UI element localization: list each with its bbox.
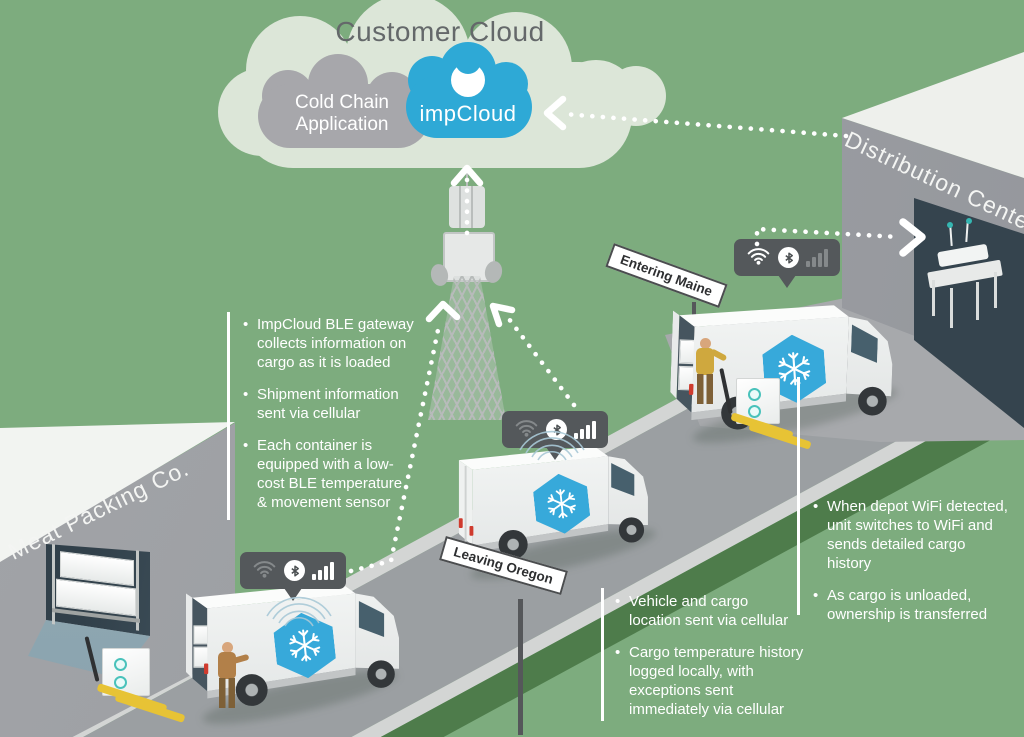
signal-bars-icon: [574, 420, 596, 439]
pallet-jack-handle: [84, 636, 100, 682]
antenna-tip: [966, 218, 972, 224]
note-item: As cargo is unloaded, ownership is trans…: [812, 586, 1012, 624]
ble-sensor-icon: [114, 658, 127, 671]
truck-taillight: [469, 526, 474, 536]
status-bubble-loading: [240, 552, 346, 601]
cold-chain-hexagon: [272, 610, 338, 682]
note-rule: [601, 588, 604, 721]
pallet-jack: [712, 364, 832, 464]
transit-notes: Vehicle and cargo location sent via cell…: [614, 592, 804, 732]
ble-sensor-icon: [748, 405, 761, 418]
unloading-worker: [688, 338, 728, 416]
pallet-jack-fork: [114, 693, 186, 723]
cell-tower: [405, 168, 529, 424]
bluetooth-icon: [546, 419, 567, 440]
pallet-jack-fork: [748, 422, 812, 450]
ble-sensor-icon: [114, 676, 127, 689]
cargo-box: [102, 648, 150, 696]
note-item: When depot WiFi detected, unit switches …: [812, 497, 1012, 573]
depot-wifi-gateway: [916, 218, 1016, 334]
wifi-icon: [746, 246, 771, 270]
signal-bars-icon: [312, 561, 334, 580]
worker-legs: [219, 678, 235, 708]
wifi-icon: [514, 418, 539, 442]
truck-taillight: [458, 518, 463, 528]
truck-wheel: [857, 386, 888, 416]
imp-logo-icon: [451, 48, 485, 97]
worker-head: [222, 642, 233, 653]
table-leg: [932, 280, 935, 316]
signal-bars-icon: [806, 248, 828, 267]
status-bubble-depot: [734, 239, 840, 288]
snowflake-icon: [283, 623, 327, 667]
note-rule: [227, 312, 230, 520]
note-item: Each container is equipped with a low-co…: [242, 436, 414, 512]
snowflake-icon: [772, 346, 817, 391]
note-item: ImpCloud BLE gateway collects informatio…: [242, 315, 414, 372]
truck-wheel: [618, 517, 645, 543]
transit-truck: [453, 431, 676, 577]
depot-truck: [668, 282, 927, 456]
note-item: Cargo temperature history logged locally…: [614, 643, 804, 719]
truck-door-seam: [464, 465, 467, 542]
truck-wheel: [235, 674, 268, 706]
loading-worker: [210, 642, 250, 720]
worker-head: [700, 338, 711, 349]
table-leg: [994, 272, 997, 308]
note-item: Vehicle and cargo location sent via cell…: [614, 592, 804, 630]
antenna: [949, 225, 953, 247]
impcloud-label: impCloud: [419, 101, 517, 126]
table-leg: [976, 282, 979, 320]
customer-cloud-title: Customer Cloud: [335, 16, 545, 47]
table-leg: [950, 288, 953, 328]
bluetooth-icon: [284, 560, 305, 581]
sign-post: [518, 599, 523, 735]
worker-body: [218, 652, 236, 679]
worker-legs: [697, 374, 713, 404]
imp-logo-notch: [455, 48, 481, 74]
arrival-notes: When depot WiFi detected, unit switches …: [812, 497, 1012, 637]
worker-body: [696, 348, 714, 375]
cold-chain-application-label: Cold Chain Application: [295, 92, 389, 135]
status-bubble-transit: [502, 411, 608, 460]
antenna: [965, 221, 969, 243]
wifi-icon: [252, 559, 277, 583]
pallet-jack-handle: [719, 368, 733, 414]
pallet-jack: [80, 628, 200, 728]
note-item: Shipment information sent via cellular: [242, 385, 414, 423]
ble-sensor-icon: [748, 388, 761, 401]
tower-antenna-panels: [449, 186, 485, 228]
antenna-tip: [947, 222, 953, 228]
cold-chain-hexagon: [761, 333, 827, 405]
bluetooth-icon: [778, 247, 799, 268]
truck-open-door: [186, 593, 193, 679]
truck-taillight: [204, 663, 209, 675]
cold-chain-hexagon: [531, 471, 591, 536]
snowflake-icon: [541, 483, 582, 524]
cold-chain-cloud-shape: [258, 84, 430, 148]
truck-wheel: [367, 660, 395, 688]
note-rule: [797, 377, 800, 615]
loading-notes: ImpCloud BLE gateway collects informatio…: [242, 315, 414, 525]
